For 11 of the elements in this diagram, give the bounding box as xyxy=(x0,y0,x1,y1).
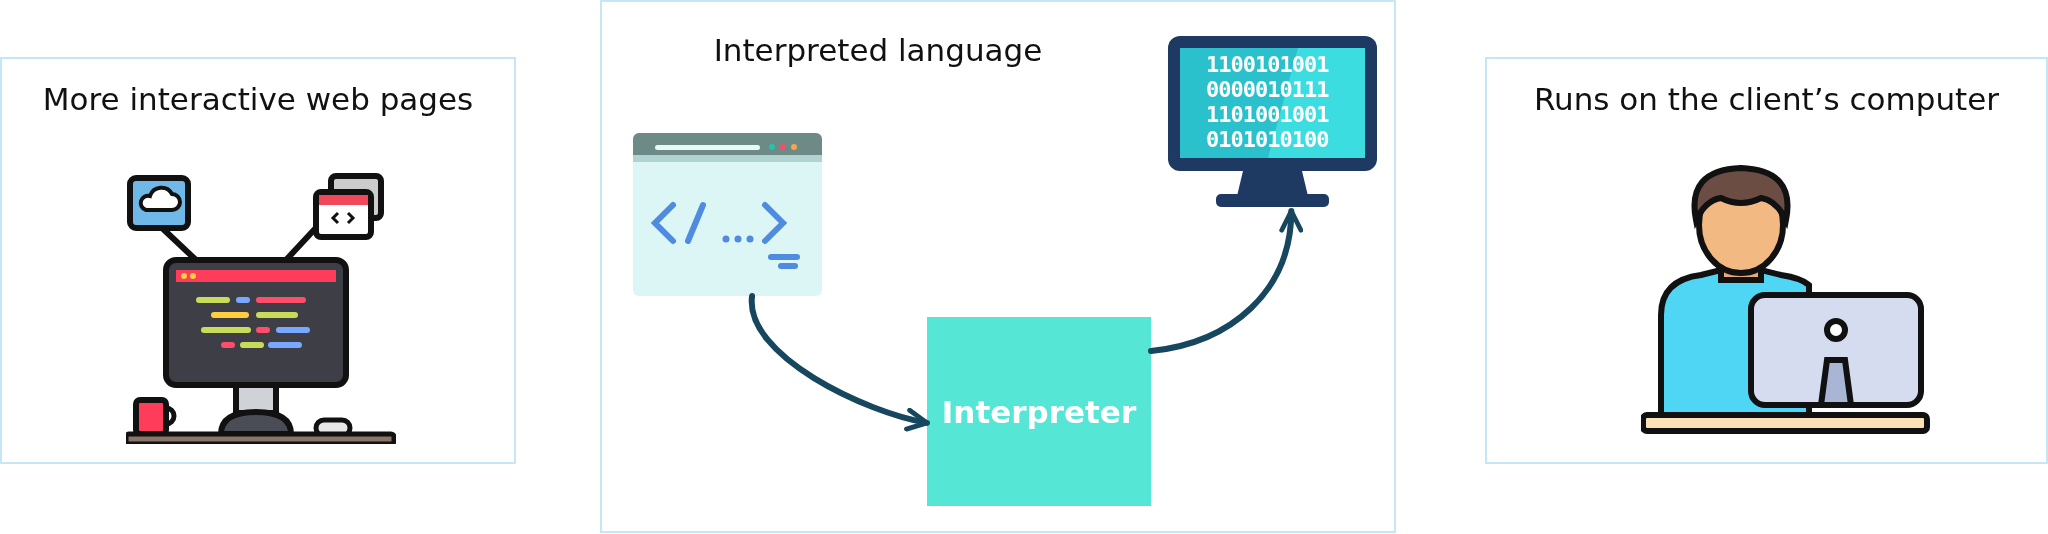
code-window-icon xyxy=(633,133,822,296)
binary-code: 1100101001 0000010111 1101001001 0101010100 xyxy=(1206,52,1330,152)
process-label: Interpreter xyxy=(941,393,1137,430)
panel-title: Runs on the client’s computer xyxy=(1532,81,2001,117)
arrow xyxy=(1148,208,1303,354)
process-box xyxy=(927,317,1151,506)
panel-title: More interactive web pages xyxy=(41,81,475,117)
panel xyxy=(1485,57,2048,464)
panel xyxy=(0,57,516,464)
arrow xyxy=(749,293,930,431)
panel xyxy=(600,0,1396,533)
